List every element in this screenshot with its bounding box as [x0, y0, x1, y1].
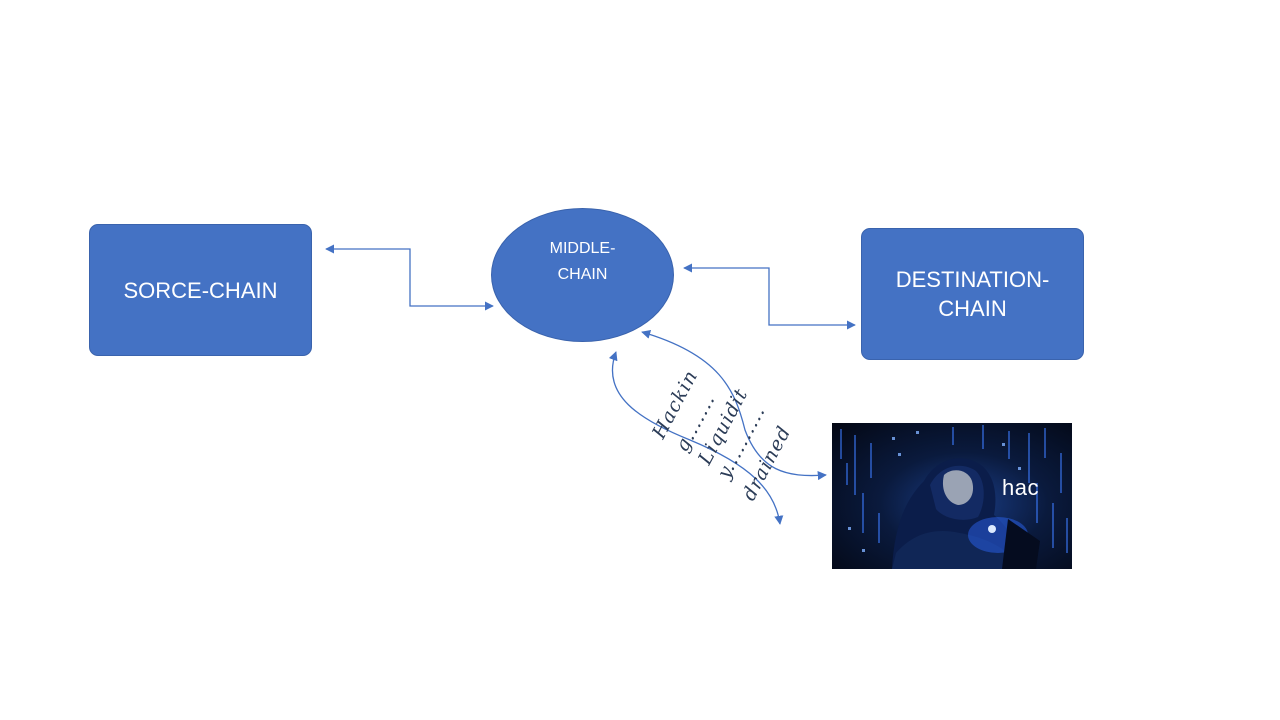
destination-chain-label-line2: CHAIN: [938, 296, 1007, 321]
destination-chain-node: DESTINATION- CHAIN: [861, 228, 1084, 360]
hacker-image: hac: [832, 423, 1072, 569]
hacker-illustration: [840, 425, 1068, 569]
middle-chain-label-line2: CHAIN: [557, 266, 608, 283]
middle-destination-connector: [683, 263, 856, 330]
source-chain-node: SORCE-CHAIN: [89, 224, 312, 356]
middle-chain-node: MIDDLE- CHAIN: [491, 208, 674, 342]
source-chain-label: SORCE-CHAIN: [123, 277, 278, 303]
destination-chain-label-line1: DESTINATION-: [895, 267, 1050, 292]
source-middle-connector: [325, 244, 494, 311]
hacker-image-caption: hac: [1002, 475, 1039, 500]
middle-chain-label-line1: MIDDLE-: [549, 240, 616, 257]
middle-drain-curve: [608, 351, 784, 525]
